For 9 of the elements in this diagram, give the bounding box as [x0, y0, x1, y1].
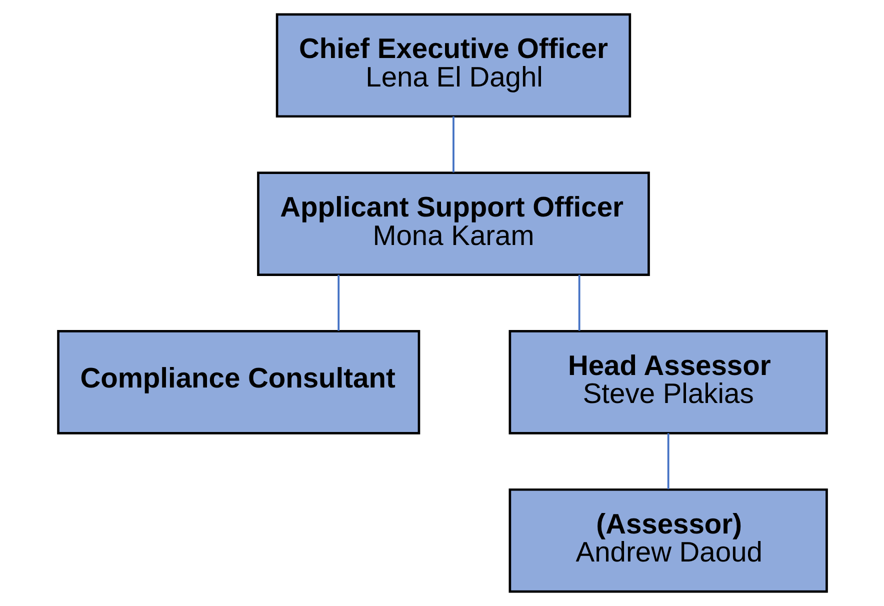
connector	[578, 274, 580, 331]
connector	[337, 274, 340, 331]
node-box: (Assessor) Andrew Daoud	[508, 488, 828, 593]
connector	[666, 433, 669, 490]
connector	[452, 116, 454, 172]
node-box: Compliance Consultant	[56, 330, 420, 434]
node-box: Chief Executive Officer Lena El Daghl	[275, 13, 631, 118]
node-box: Head Assessor Steve Plakias	[508, 330, 828, 434]
node-box: Applicant Support Officer Mona Karam	[256, 172, 650, 276]
